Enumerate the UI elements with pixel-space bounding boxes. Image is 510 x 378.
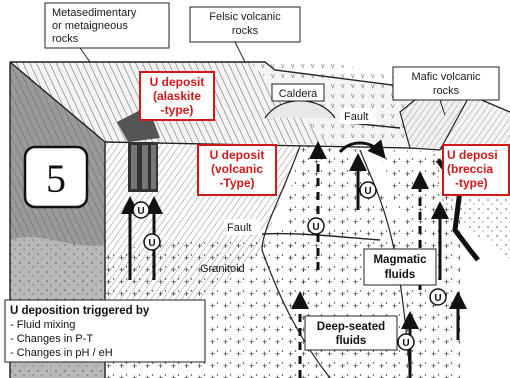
svg-text:U: U: [402, 338, 409, 349]
svg-text:U: U: [434, 293, 441, 304]
u-marker: U: [360, 182, 376, 198]
legend-box: U deposition triggered by - Fluid mixing…: [5, 300, 205, 362]
label-felsic-volcanic: Felsic volcanic rocks: [190, 7, 300, 62]
label-granitoid: Granitoid: [200, 263, 245, 275]
svg-text:or metaigneous: or metaigneous: [52, 20, 128, 32]
deposit-alaskite: U deposit (alaskite -type): [140, 72, 214, 120]
svg-text:fluids: fluids: [336, 335, 367, 347]
label-fault-upper: Fault: [340, 108, 376, 124]
label-fault-lower: Fault: [224, 219, 260, 235]
svg-text:Deep-seated: Deep-seated: [317, 321, 385, 333]
svg-text:U: U: [148, 238, 155, 249]
legend-item: - Changes in pH / eH: [10, 347, 113, 359]
svg-text:5: 5: [46, 156, 66, 201]
u-marker: U: [308, 218, 324, 234]
deposit-breccia: U deposi (breccia -type): [443, 145, 509, 195]
svg-text:Metasedimentary: Metasedimentary: [52, 7, 137, 19]
svg-text:Fault: Fault: [227, 222, 251, 234]
svg-text:rocks: rocks: [433, 85, 460, 97]
svg-text:U: U: [364, 186, 371, 197]
svg-text:-type): -type): [161, 103, 194, 117]
svg-text:(alaskite: (alaskite: [153, 89, 201, 103]
svg-text:-type): -type): [455, 176, 488, 190]
svg-text:rocks: rocks: [232, 25, 259, 37]
u-marker: U: [144, 234, 160, 250]
u-marker: U: [398, 334, 414, 350]
legend-item: - Fluid mixing: [10, 319, 75, 331]
svg-text:-Type): -Type): [219, 176, 254, 190]
svg-text:Fault: Fault: [344, 111, 368, 123]
svg-text:U: U: [312, 222, 319, 233]
svg-text:fluids: fluids: [385, 269, 416, 281]
u-marker: U: [430, 289, 446, 305]
svg-text:Caldera: Caldera: [279, 88, 318, 100]
label-deep-seated-fluids: Deep-seated fluids: [305, 316, 397, 350]
svg-text:U deposit: U deposit: [150, 75, 205, 89]
panel-number: 5: [25, 147, 87, 207]
svg-text:U: U: [137, 206, 144, 217]
svg-text:rocks: rocks: [52, 33, 79, 45]
svg-text:Magmatic: Magmatic: [373, 254, 427, 266]
u-marker: U: [133, 202, 149, 218]
deposit-volcanic: U deposit (volcanic -Type): [198, 145, 276, 195]
svg-text:Mafic volcanic: Mafic volcanic: [411, 71, 481, 83]
label-magmatic-fluids: Magmatic fluids: [364, 249, 436, 285]
label-caldera: Caldera: [272, 84, 324, 101]
legend-title: U deposition triggered by: [10, 305, 150, 317]
svg-text:Felsic volcanic: Felsic volcanic: [209, 11, 281, 23]
svg-text:(volcanic: (volcanic: [211, 162, 263, 176]
label-metasedimentary: Metasedimentary or metaigneous rocks: [45, 3, 169, 62]
svg-text:U deposit: U deposit: [210, 148, 265, 162]
svg-text:(breccia: (breccia: [447, 162, 493, 176]
legend-item: - Changes in P-T: [10, 333, 93, 345]
svg-text:U deposi: U deposi: [447, 148, 498, 162]
